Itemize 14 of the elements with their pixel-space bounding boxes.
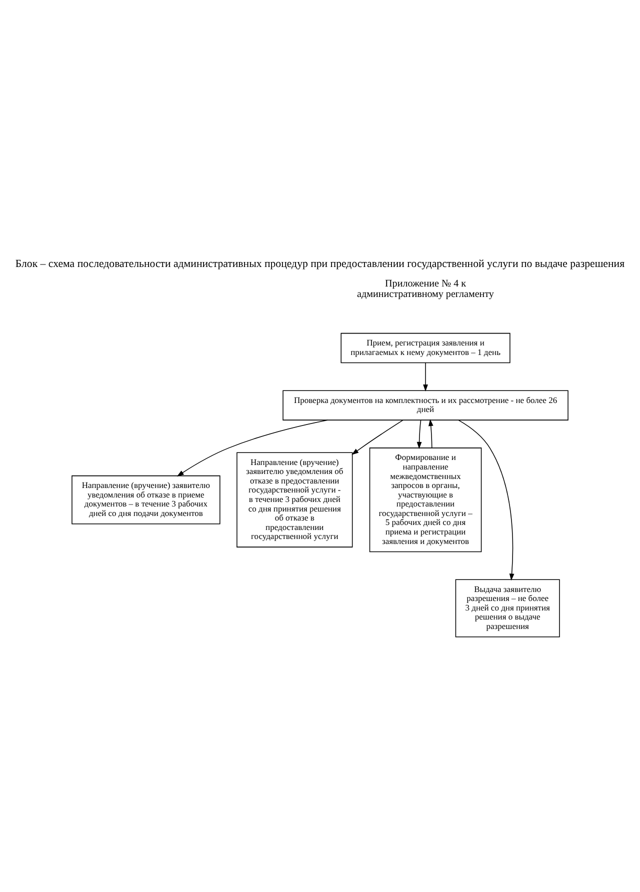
arrow	[423, 362, 428, 392]
arrow	[352, 420, 404, 455]
node-box: Направление (вручение) заявителю уведомления об отказе в приеме документов – в течение 3 рабочих дней со дня подачи документов	[72, 475, 220, 524]
node-box: Прием, регистрация заявления и прилагаемых к нему документов – 1 день	[340, 332, 510, 364]
diagram-title: Блок – схема последовательности административных процедур при предоставлении государственной услуги по выдаче разрешения	[15, 258, 625, 270]
node-box: Формирование и направление межведомственных запросов в органы, участвующие в предоставлении государственной услуги – 5 рабочих дней со дня приема и регистрации заявления и документов	[369, 448, 482, 552]
node-box: Направление (вручение) заявителю уведомления об отказе в предоставлении государственной услуги - в течение 3 рабочих дней со дня принятия решения об отказе в предоставлении государственной услуги	[236, 452, 353, 548]
arrow	[176, 420, 328, 476]
label: Приложение № 4 к административному регламенту	[357, 278, 494, 300]
arrow	[458, 420, 514, 581]
node-box: Проверка документов на комплектность и их рассмотрение - не более 26 дней	[282, 390, 568, 420]
arrow	[428, 419, 434, 448]
arrow	[416, 420, 422, 449]
node-box: Выдача заявителю разрешения – не более 3 дней со дня принятия решения о выдаче разрешения	[455, 579, 560, 638]
